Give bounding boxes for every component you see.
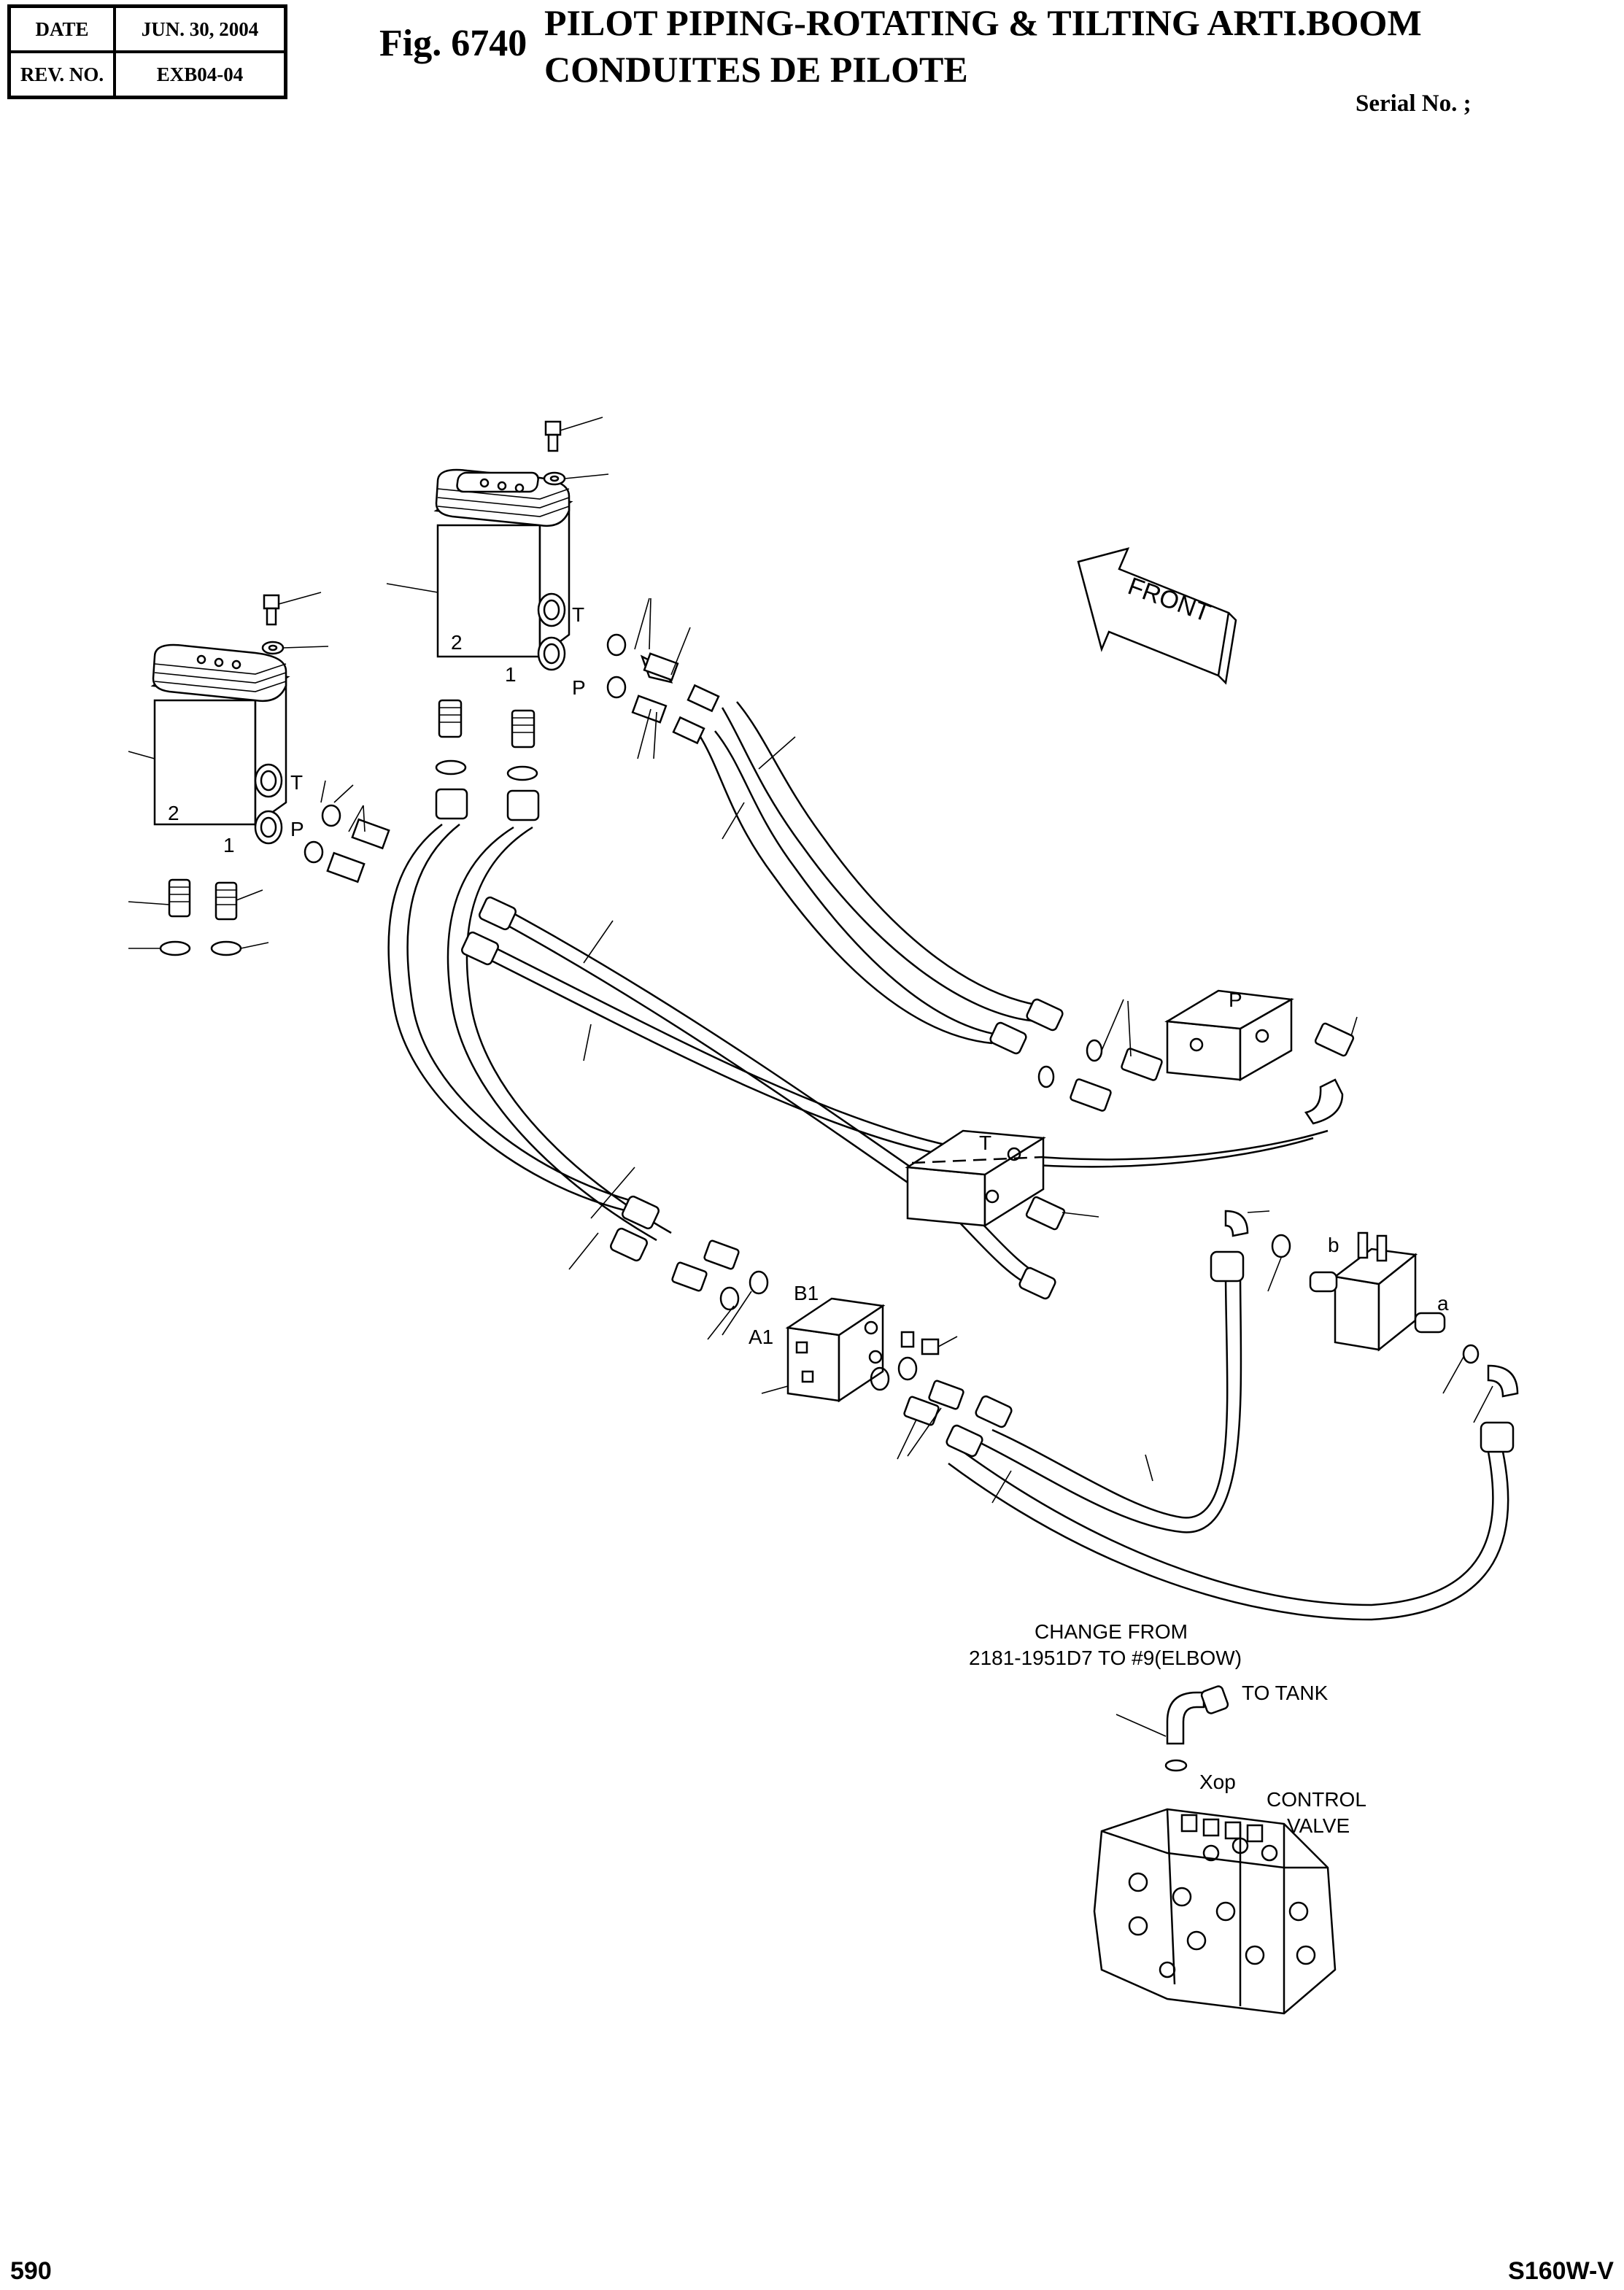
upper-port-2-label: 2 <box>451 631 463 654</box>
a1-b1-fittings <box>671 1239 964 1460</box>
lower-port-1-label: 1 <box>223 834 235 856</box>
p-block <box>1164 989 1294 1082</box>
model-code: S160W-V <box>1508 2257 1614 2285</box>
port-b1-label: B1 <box>794 1282 819 1304</box>
upper-port-t-label: T <box>572 603 584 626</box>
port-a1-label: A1 <box>749 1326 773 1348</box>
title-english: PILOT PIPING-ROTATING & TILTING ARTI.BOO… <box>544 2 1422 43</box>
pilot-valve-lower <box>128 643 290 845</box>
lower-port-t-label: T <box>290 771 303 794</box>
t-block-fittings <box>1025 1196 1099 1231</box>
upper-valve-fittings <box>606 597 720 759</box>
figure-number: Fig. 6740 <box>379 23 527 64</box>
date-value: JUN. 30, 2004 <box>115 7 285 52</box>
leader-lines <box>568 736 1153 1504</box>
front-arrow <box>1077 547 1237 685</box>
header-info-table: DATE JUN. 30, 2004 REV. NO. EXB04-04 <box>7 4 287 99</box>
t-block <box>905 1129 1046 1228</box>
serial-number: Serial No. ; <box>1356 90 1472 117</box>
to-tank-label: TO TANK <box>1242 1682 1329 1704</box>
change-note-line2: 2181-1951D7 TO #9(ELBOW) <box>969 1647 1242 1669</box>
port-b-label: b <box>1328 1234 1339 1256</box>
upper-port-p-label: P <box>572 676 586 699</box>
pilot-valve-upper <box>386 468 573 671</box>
title-french: CONDUITES DE PILOTE <box>544 49 968 90</box>
t-block-label: T <box>979 1132 991 1154</box>
upper-valve-bottom-fittings <box>435 699 540 821</box>
lower-valve-fittings <box>128 780 390 956</box>
p-block-fittings <box>1037 999 1358 1112</box>
hose-end-fittings <box>461 896 1515 1458</box>
control-valve-line1: CONTROL <box>1267 1788 1366 1811</box>
a1-b1-block <box>761 1297 886 1403</box>
upper-port-1-label: 1 <box>505 663 517 686</box>
upper-bolt <box>543 417 609 486</box>
hose-assemblies <box>387 701 1509 1621</box>
change-note-line1: CHANGE FROM <box>1035 1620 1188 1643</box>
page-number: 590 <box>10 2257 52 2285</box>
lower-port-2-label: 2 <box>168 802 179 824</box>
xop-label: Xop <box>1199 1771 1236 1793</box>
control-valve <box>1093 1808 1337 2015</box>
tank-elbow <box>1115 1685 1229 1772</box>
a-b-valve <box>1224 1210 1519 1423</box>
lower-bolt <box>261 592 329 655</box>
control-valve-line2: VALVE <box>1287 1814 1350 1837</box>
date-label: DATE <box>9 7 115 52</box>
port-a-label: a <box>1437 1292 1449 1315</box>
rev-label: REV. NO. <box>9 52 115 97</box>
lower-port-p-label: P <box>290 818 304 840</box>
rev-value: EXB04-04 <box>115 52 285 97</box>
p-block-label: P <box>1229 989 1242 1011</box>
